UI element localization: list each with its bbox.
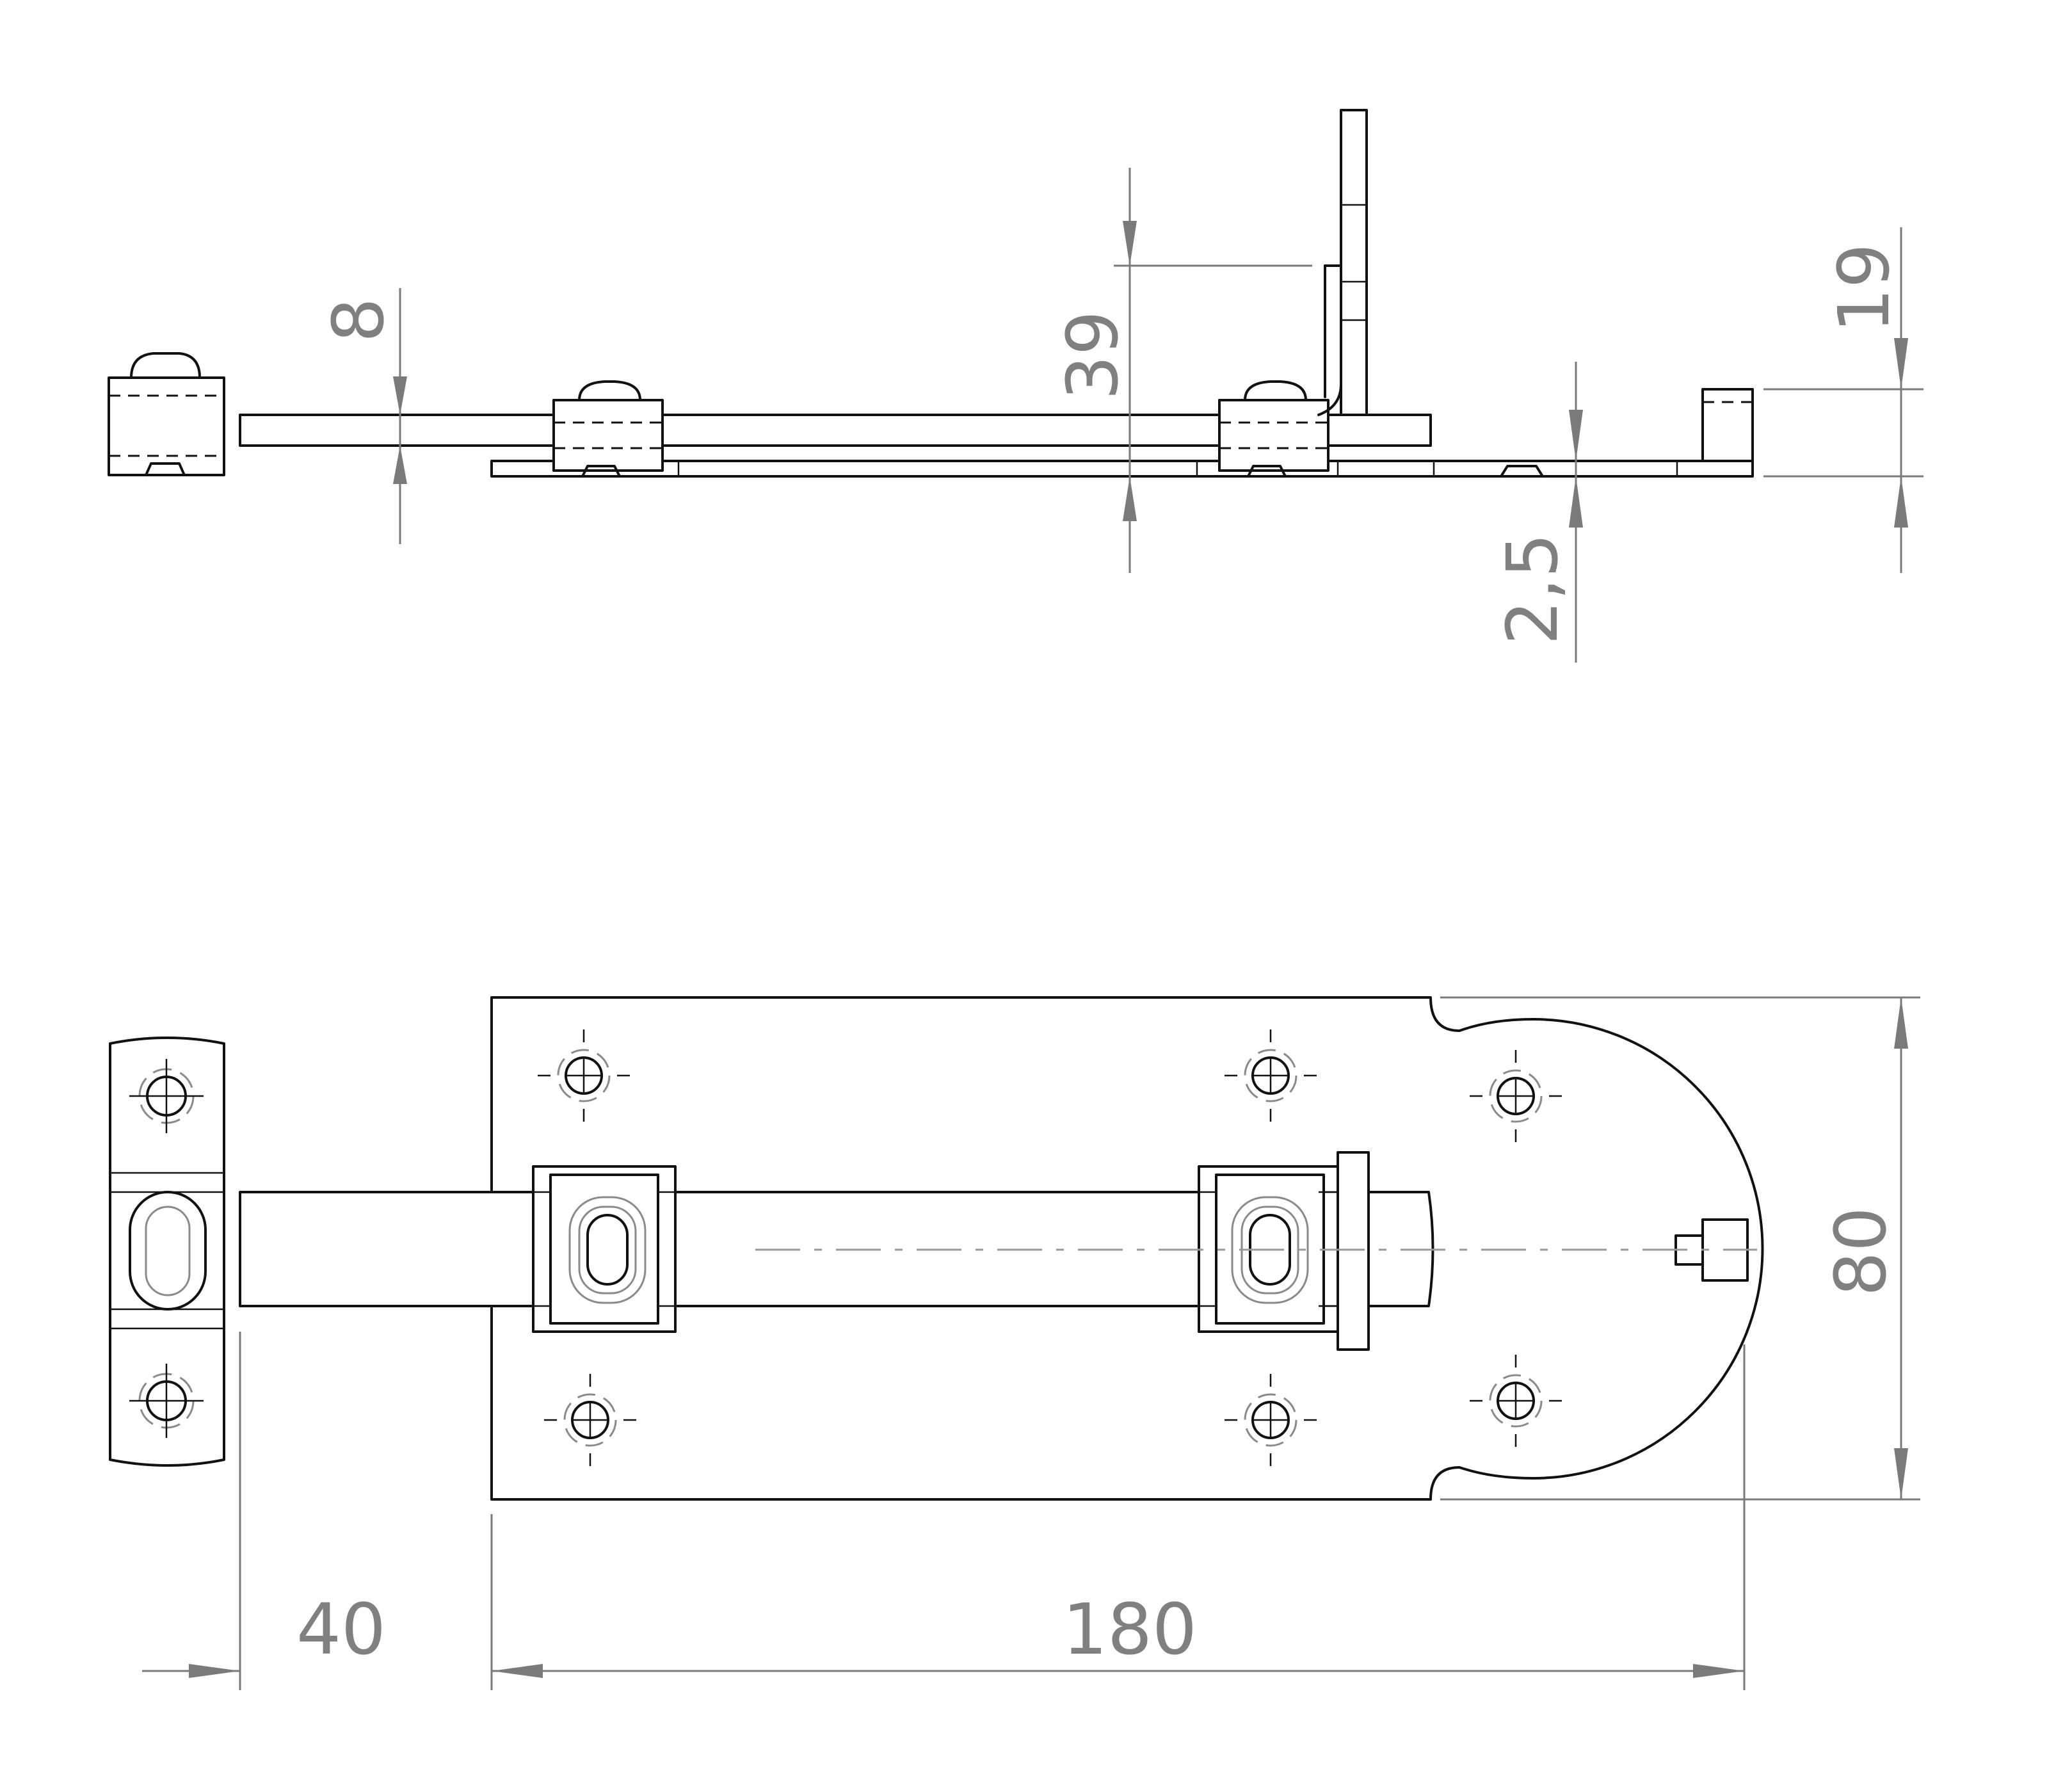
dim-keeper-height: 19 xyxy=(1763,227,1923,573)
dim-keeper-offset-label: 40 xyxy=(296,1588,386,1670)
top-view: 80 40 180 xyxy=(109,996,1920,1690)
top-handle xyxy=(1319,1151,1370,1351)
side-guide-right xyxy=(1218,380,1329,478)
side-keeper xyxy=(108,352,225,476)
dim-plate-length-label: 180 xyxy=(1063,1588,1197,1670)
side-view: 8 39 2,5 19 xyxy=(108,109,1923,663)
dim-bolt-thickness-label: 8 xyxy=(317,298,399,343)
side-handle xyxy=(1317,109,1368,416)
dim-keeper-offset: 40 xyxy=(142,1588,386,1678)
dim-bolt-thickness: 8 xyxy=(317,288,407,544)
oval-slot-icon xyxy=(129,1191,207,1311)
side-base-plate xyxy=(490,388,1754,478)
dim-height-side: 39 xyxy=(1052,168,1312,573)
dim-plate-width-label: 80 xyxy=(1820,1207,1902,1296)
dim-keeper-height-label: 19 xyxy=(1823,243,1905,333)
top-keeper xyxy=(109,1037,225,1467)
side-guide-left xyxy=(552,380,664,478)
dim-plate-width: 80 xyxy=(1440,996,1920,1501)
top-guide-left xyxy=(532,1165,677,1333)
dim-plate-length: 180 xyxy=(492,1588,1744,1678)
dim-plate-thickness: 2,5 xyxy=(1491,362,1583,663)
dim-plate-thickness-label: 2,5 xyxy=(1491,533,1573,645)
oval-slot-icon xyxy=(586,1214,629,1286)
dim-height-side-label: 39 xyxy=(1052,311,1134,400)
